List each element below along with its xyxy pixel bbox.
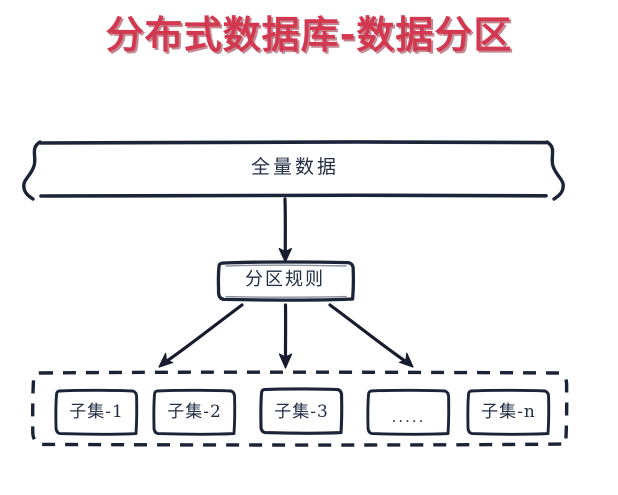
connector-rule-to-right <box>328 303 414 368</box>
subset-box-2 <box>152 388 237 436</box>
partition-rule-label: 分区规则 <box>245 269 325 290</box>
subset-box-3 <box>259 387 344 435</box>
cylinder-right-brace <box>545 140 565 201</box>
subset-label-1: 子集-1 <box>69 402 124 422</box>
subset-label-ellipsis: ..... <box>391 408 426 426</box>
connector-rule-to-center <box>278 303 293 369</box>
subset-label-2: 子集-2 <box>167 402 222 422</box>
cylinder-left-brace <box>22 140 42 201</box>
connector-rule-to-left <box>158 303 244 368</box>
full-data-label: 全量数据 <box>250 156 339 178</box>
subset-box-n <box>466 388 551 436</box>
page-title: 分布式数据库-数据分区 <box>105 13 513 57</box>
partition-rule-box <box>216 260 356 302</box>
subset-box-ellipsis <box>366 388 451 436</box>
subset-label-n: 子集-n <box>481 402 536 422</box>
full-data-cylinder <box>22 140 565 201</box>
connector-source-to-rule <box>278 197 292 263</box>
subset-box-1 <box>54 388 139 436</box>
subset-label-3: 子集-3 <box>274 402 329 422</box>
subset-group-container <box>30 370 569 447</box>
